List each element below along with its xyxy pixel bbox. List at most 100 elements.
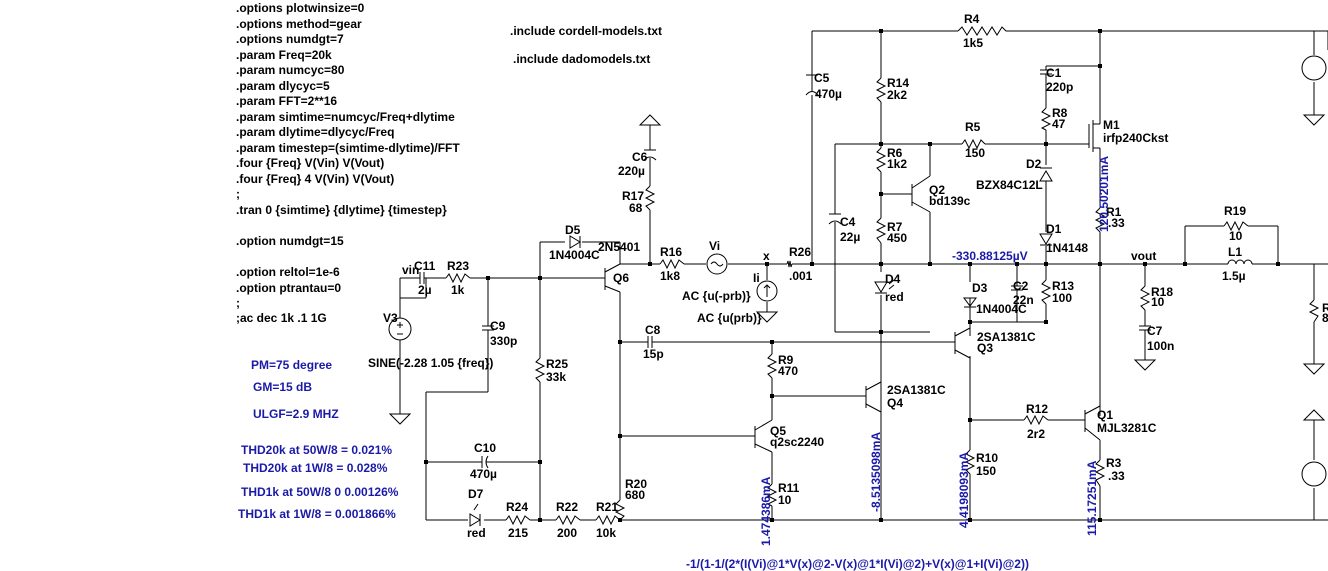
diode-d5[interactable]: [569, 235, 581, 249]
resistor-r7[interactable]: [875, 217, 887, 244]
resistor-r10[interactable]: [964, 449, 976, 475]
probe-current-q4[interactable]: -8.5135098mA: [869, 432, 883, 512]
resistor-r8[interactable]: [1040, 107, 1052, 131]
note-thd[interactable]: THD20k at 50W/8 = 0.021%: [241, 443, 392, 457]
capacitor-c11[interactable]: [419, 272, 432, 284]
resistor-r13[interactable]: [1040, 279, 1052, 305]
expression-text[interactable]: -1/(1-1/(2*(I(Vi)@1*V(x)@2-V(x)@1*I(Vi)@…: [686, 557, 1029, 571]
capacitor-c1[interactable]: [1040, 69, 1052, 92]
note-thd[interactable]: THD20k at 1W/8 = 0.028%: [243, 461, 388, 475]
value-c10: 470µ: [470, 467, 497, 481]
directive-line[interactable]: .options method=gear: [236, 17, 362, 31]
resistor-r26[interactable]: [786, 260, 793, 268]
voltage-source-v3[interactable]: [388, 317, 412, 341]
transistor-q3[interactable]: [954, 327, 971, 359]
resistor-r14[interactable]: [875, 77, 887, 103]
resistor-r4[interactable]: [957, 26, 1010, 36]
probe-current-m1[interactable]: 120.50201mA: [1097, 156, 1111, 232]
directive-line[interactable]: .param numcyc=80: [236, 63, 345, 77]
capacitor-c7[interactable]: [1139, 325, 1151, 348]
diode-d7[interactable]: [469, 503, 481, 527]
label-r8: R8: [1052, 106, 1068, 120]
probe-current-r10[interactable]: 4.4198093mA: [957, 452, 971, 528]
directive-line[interactable]: .four {Freq} 4 V(Vin) V(Vout): [236, 172, 394, 186]
directive-line[interactable]: .param simtime=numcyc/Freq+dlytime: [236, 110, 455, 124]
mosfet-m1[interactable]: [1088, 120, 1101, 152]
diode-d2[interactable]: [1039, 167, 1053, 182]
directive-line[interactable]: .options plotwinsize=0: [236, 1, 365, 15]
probe-voltage[interactable]: -330.88125µV: [952, 249, 1028, 263]
resistor-r9[interactable]: [766, 353, 778, 379]
resistor-r11[interactable]: [766, 483, 778, 507]
capacitor-c8[interactable]: [645, 336, 660, 348]
value-q3: 2SA1381C: [977, 330, 1036, 344]
ground-symbol: [1302, 409, 1326, 421]
diode-d1[interactable]: [1039, 233, 1053, 246]
directive-line[interactable]: .options numdgt=7: [236, 32, 344, 46]
voltage-source-top-right[interactable]: [1301, 55, 1327, 81]
capacitor-c2[interactable]: [1011, 285, 1023, 296]
directive-line[interactable]: ;ac dec 1k .1 1G: [236, 311, 327, 325]
diode-d3[interactable]: [963, 297, 977, 322]
directive-line[interactable]: .four {Freq} V(Vin) V(Vout): [236, 156, 384, 170]
directive-line[interactable]: .param dlytime=dlycyc/Freq: [236, 125, 394, 139]
transistor-q1[interactable]: [1084, 405, 1101, 441]
transistor-q2[interactable]: [911, 175, 931, 213]
resistor-r22[interactable]: [555, 514, 581, 526]
resistor-r17[interactable]: [644, 185, 656, 211]
current-source-ii[interactable]: [756, 280, 778, 302]
resistor-edge[interactable]: [1308, 299, 1320, 323]
directive-line[interactable]: .param timestep=(simtime-dlytime)/FFT: [236, 141, 460, 155]
capacitor-c4[interactable]: [828, 213, 842, 246]
resistor-r24[interactable]: [505, 514, 531, 526]
resistor-r1[interactable]: [1094, 207, 1106, 233]
capacitor-c5[interactable]: [805, 74, 819, 96]
note-ulgf[interactable]: ULGF=2.9 MHZ: [253, 407, 339, 421]
resistor-r19[interactable]: [1223, 220, 1249, 232]
probe-current-q1[interactable]: 115.17251mA: [1085, 460, 1099, 536]
transistor-q4[interactable]: [865, 381, 882, 413]
note-phase-margin[interactable]: PM=75 degree: [251, 358, 332, 372]
transistor-q6[interactable]: [604, 263, 621, 293]
directive-line[interactable]: .param Freq=20k: [236, 48, 332, 62]
resistor-r6[interactable]: [875, 147, 887, 173]
resistor-r16[interactable]: [659, 258, 685, 270]
directive-line[interactable]: .option ptrantau=0: [236, 281, 341, 295]
capacitor-c9[interactable]: [482, 320, 494, 346]
label-m1: M1: [1103, 118, 1120, 132]
label-d5: D5: [565, 223, 581, 237]
directive-line[interactable]: .option numdgt=15: [236, 234, 344, 248]
capacitor-c10[interactable]: [478, 455, 492, 469]
directive-line[interactable]: .param FFT=2**16: [236, 94, 337, 108]
include-directive[interactable]: .include dadomodels.txt: [513, 52, 650, 66]
resistor-r12[interactable]: [1023, 414, 1049, 426]
value-r17: 68: [629, 201, 643, 215]
resistor-r23[interactable]: [445, 272, 471, 284]
resistor-r25[interactable]: [534, 357, 546, 383]
resistor-r3[interactable]: [1094, 459, 1106, 487]
label-d4: D4: [885, 272, 901, 286]
probe-current-q5[interactable]: 1.474386mA: [759, 476, 773, 546]
resistor-r21[interactable]: [595, 514, 621, 526]
voltage-source-vi[interactable]: [706, 253, 728, 275]
include-directive[interactable]: .include cordell-models.txt: [510, 24, 662, 38]
resistor-r5[interactable]: [961, 138, 986, 150]
directive-line[interactable]: .param dlycyc=5: [236, 79, 330, 93]
voltage-source-bottom-right[interactable]: [1301, 461, 1327, 487]
note-thd[interactable]: THD1k at 1W/8 = 0.001866%: [238, 507, 396, 521]
capacitor-c6[interactable]: [643, 149, 657, 172]
diode-d4[interactable]: [874, 279, 895, 294]
resistor-r18[interactable]: [1139, 285, 1151, 311]
resistor-r20[interactable]: [614, 499, 626, 521]
value-r14: 2k2: [887, 88, 907, 102]
directive-line[interactable]: .option reltol=1e-6: [236, 265, 340, 279]
directive-line[interactable]: .tran 0 {simtime} {dlytime} {timestep}: [236, 203, 447, 217]
directive-line[interactable]: ;: [236, 187, 240, 201]
label-r11: R11: [778, 481, 800, 495]
directive-line[interactable]: ;: [236, 296, 240, 310]
inductor-l1[interactable]: [1227, 259, 1253, 265]
design-notes: PM=75 degree GM=15 dB ULGF=2.9 MHZ THD20…: [238, 358, 1029, 571]
note-thd[interactable]: THD1k at 50W/8 0 0.00126%: [241, 485, 399, 499]
transistor-q5[interactable]: [754, 396, 773, 453]
note-gain-margin[interactable]: GM=15 dB: [253, 380, 312, 394]
